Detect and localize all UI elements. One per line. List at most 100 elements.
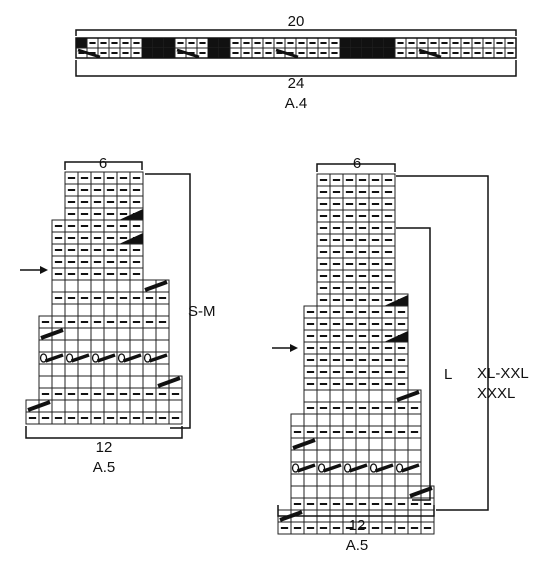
purl-symbol: [67, 321, 76, 323]
chart-cell: [303, 389, 318, 403]
chart-cell: [218, 37, 231, 49]
chart-cell: [103, 387, 118, 401]
chart-cell: [229, 37, 242, 49]
chart-cell: [77, 315, 92, 329]
purl-symbol: [319, 251, 328, 253]
no-stitch-symbol: [153, 38, 164, 48]
chart-cell: [420, 521, 435, 535]
chart-cell: [368, 257, 383, 271]
purl-symbol: [358, 323, 367, 325]
chart-cell: [329, 341, 344, 355]
chart-cell: [38, 315, 53, 329]
chart-cell: [394, 497, 409, 511]
chart-cell: [317, 47, 330, 59]
chart-cell: [229, 47, 242, 59]
a4-bottom-width-label: 24: [288, 75, 305, 92]
chart-cell: [316, 353, 331, 367]
chart-cell: [316, 401, 331, 415]
purl-symbol: [345, 287, 354, 289]
chart-cell: [316, 329, 331, 343]
chart-cell: [51, 243, 66, 257]
purl-symbol: [410, 431, 419, 433]
a5-small-chart-name: A.5: [93, 459, 116, 476]
purl-symbol: [384, 431, 393, 433]
chart-cell: [394, 37, 407, 49]
chart-cell: [240, 47, 253, 59]
purl-symbol: [54, 249, 63, 251]
yarn-over-symbol: [117, 353, 126, 363]
purl-symbol: [243, 42, 250, 44]
chart-cell: [262, 37, 275, 49]
purl-symbol: [358, 359, 367, 361]
chart-cell: [316, 197, 331, 211]
chart-cell: [316, 389, 331, 403]
chart-cell: [355, 305, 370, 319]
chart-cell: [407, 425, 422, 439]
chart-cell: [116, 255, 131, 269]
purl-symbol: [171, 393, 180, 395]
purl-symbol: [133, 42, 140, 44]
purl-symbol: [158, 393, 167, 395]
chart-cell: [355, 449, 370, 463]
purl-symbol: [280, 527, 289, 529]
chart-cell: [38, 375, 53, 389]
purl-symbol: [80, 177, 89, 179]
chart-cell: [103, 183, 118, 197]
purl-symbol: [384, 299, 393, 301]
chart-cell: [163, 47, 176, 59]
chart-cell: [90, 387, 105, 401]
chart-cell: [342, 521, 357, 535]
chart-cell: [116, 171, 131, 185]
purl-symbol: [397, 52, 404, 54]
chart-cell: [342, 209, 357, 223]
chart-cell: [381, 353, 396, 367]
purl-symbol: [332, 335, 341, 337]
purl-symbol: [106, 237, 115, 239]
chart-cell: [303, 497, 318, 511]
chart-cell: [342, 257, 357, 271]
purl-symbol: [67, 297, 76, 299]
chart-cell: [355, 389, 370, 403]
chart-cell: [342, 425, 357, 439]
purl-symbol: [384, 227, 393, 229]
chart-cell: [355, 197, 370, 211]
chart-cell: [129, 327, 144, 341]
purl-symbol: [358, 383, 367, 385]
purl-symbol: [254, 42, 261, 44]
chart-cell: [116, 267, 131, 281]
chart-cell: [381, 377, 396, 391]
chart-cell: [342, 473, 357, 487]
chart-cell: [103, 207, 118, 221]
purl-symbol: [319, 263, 328, 265]
purl-symbol: [358, 371, 367, 373]
chart-cell: [329, 377, 344, 391]
purl-symbol: [93, 225, 102, 227]
chart-cell: [90, 411, 105, 425]
purl-symbol: [358, 311, 367, 313]
chart-cell: [368, 269, 383, 283]
purl-symbol: [106, 213, 115, 215]
chart-cell: [77, 303, 92, 317]
chart-cell: [316, 233, 331, 247]
chart-cell: [355, 245, 370, 259]
chart-cell: [251, 47, 264, 59]
chart-cell: [155, 411, 170, 425]
purl-symbol: [397, 311, 406, 313]
purl-symbol: [232, 52, 239, 54]
chart-cell: [329, 209, 344, 223]
chart-cell: [329, 473, 344, 487]
chart-cell: [38, 339, 53, 353]
chart-cell: [51, 363, 66, 377]
purl-symbol: [177, 42, 184, 44]
purl-symbol: [54, 417, 63, 419]
chart-cell: [90, 267, 105, 281]
chart-cell: [317, 37, 330, 49]
purl-symbol: [67, 213, 76, 215]
purl-symbol: [408, 42, 415, 44]
chart-cell: [342, 233, 357, 247]
purl-symbol: [397, 371, 406, 373]
chart-cell: [342, 185, 357, 199]
chart-cell: [116, 315, 131, 329]
purl-symbol: [430, 42, 437, 44]
chart-cell: [381, 269, 396, 283]
